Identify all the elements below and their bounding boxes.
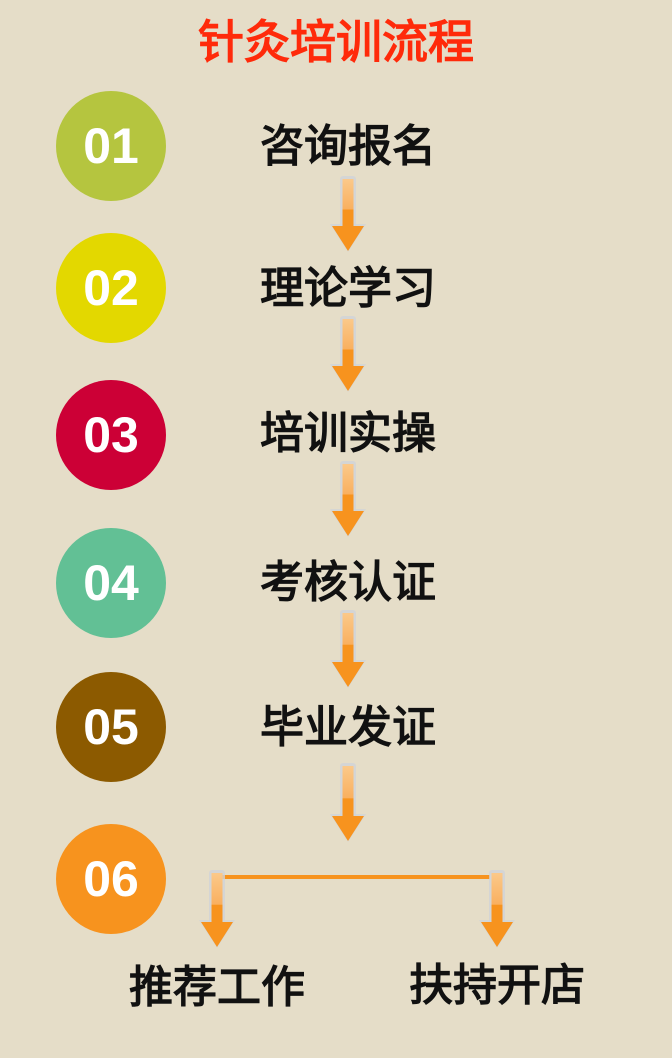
down-arrow-icon: [328, 763, 368, 842]
branch-connector-line: [222, 875, 490, 879]
down-arrow-icon: [328, 461, 368, 537]
down-arrow-icon: [328, 610, 368, 688]
step-1-label: 咨询报名: [260, 121, 436, 172]
down-arrow-icon: [328, 176, 368, 252]
step-4-badge: 04: [56, 528, 166, 638]
step-2-label: 理论学习: [260, 263, 436, 314]
step-3-badge: 03: [56, 380, 166, 490]
step-6-badge: 06: [56, 824, 166, 934]
branch-2-label: 扶持开店: [409, 960, 585, 1011]
step-5-badge: 05: [56, 672, 166, 782]
step-5-label: 毕业发证: [260, 702, 436, 753]
branch-1-label: 推荐工作: [129, 962, 305, 1013]
down-arrow-icon: [328, 316, 368, 392]
diagram-title: 针灸培训流程: [198, 15, 474, 69]
step-1-badge: 01: [56, 91, 166, 201]
step-2-badge: 02: [56, 233, 166, 343]
down-arrow-icon: [477, 870, 517, 948]
down-arrow-icon: [197, 870, 237, 948]
step-4-label: 考核认证: [260, 557, 436, 608]
step-3-label: 培训实操: [260, 408, 436, 459]
